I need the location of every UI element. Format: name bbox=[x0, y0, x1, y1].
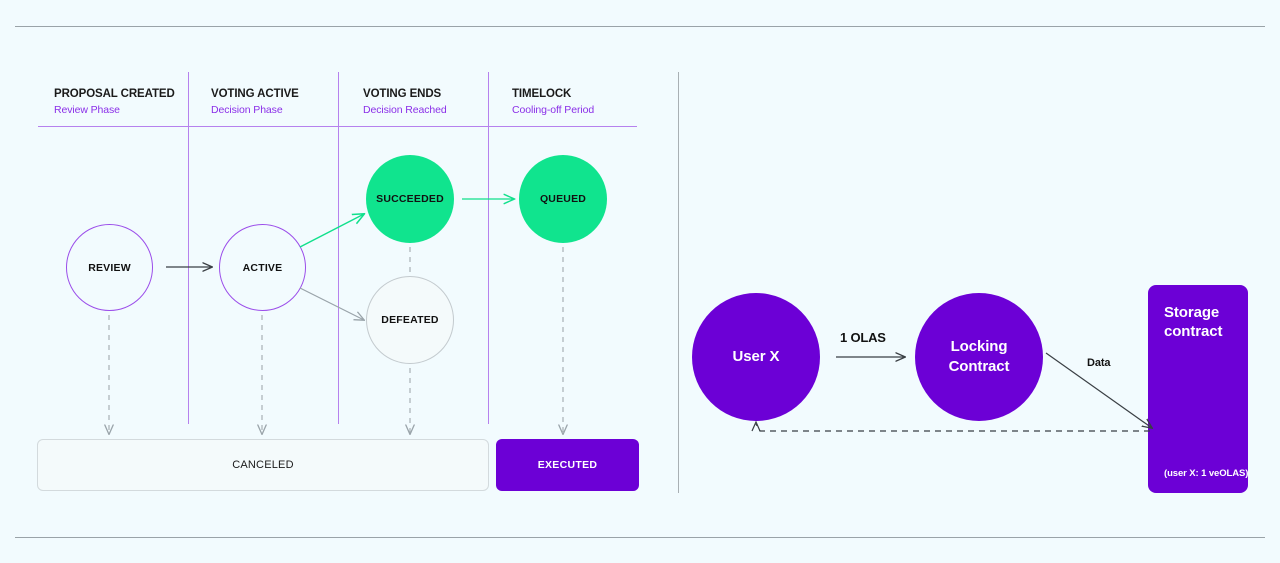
top-rule bbox=[15, 26, 1265, 27]
panel-divider bbox=[678, 72, 679, 493]
edge-storage-to-user bbox=[755, 423, 1150, 432]
phase-subtitle: Decision Reached bbox=[363, 104, 447, 116]
phase-divider-2 bbox=[338, 72, 339, 424]
phase-column-timelock: TIMELOCK Cooling-off Period bbox=[512, 87, 594, 117]
terminal-node-label: EXECUTED bbox=[537, 459, 598, 471]
phase-header-underline bbox=[38, 126, 637, 127]
state-node-defeated[interactable]: DEFEATED bbox=[366, 276, 454, 364]
phase-subtitle: Cooling-off Period bbox=[512, 104, 595, 116]
bottom-rule bbox=[15, 537, 1265, 538]
phase-subtitle: Decision Phase bbox=[211, 104, 283, 116]
terminal-node-executed[interactable]: EXECUTED bbox=[496, 439, 639, 491]
phase-column-voting-active: VOTING ACTIVE Decision Phase bbox=[211, 87, 299, 117]
state-node-active[interactable]: ACTIVE bbox=[219, 224, 306, 311]
flow-node-label-line1: Locking bbox=[950, 338, 1008, 355]
state-node-label: QUEUED bbox=[539, 193, 587, 205]
storage-contract-title-line1: Storage bbox=[1164, 304, 1220, 321]
storage-contract-footnote: (user X: 1 veOLAS) bbox=[1164, 468, 1249, 479]
state-node-succeeded[interactable]: SUCCEEDED bbox=[366, 155, 454, 243]
phase-title: PROPOSAL CREATED bbox=[54, 88, 175, 100]
flow-node-user-x[interactable]: User X bbox=[692, 293, 820, 421]
state-node-queued[interactable]: QUEUED bbox=[519, 155, 607, 243]
flow-node-label: Locking Contract bbox=[949, 337, 1010, 377]
edge-active-to-defeated bbox=[299, 287, 364, 320]
edge-label-one-olas: 1 OLAS bbox=[840, 330, 886, 345]
phase-divider-3 bbox=[488, 72, 489, 424]
state-node-label: REVIEW bbox=[88, 261, 131, 274]
edge-storage-to-user-arrowhead bbox=[751, 420, 761, 432]
flow-node-locking-contract[interactable]: Locking Contract bbox=[915, 293, 1043, 421]
state-node-label: DEFEATED bbox=[381, 314, 439, 326]
phase-title: VOTING ENDS bbox=[363, 88, 442, 100]
phase-column-proposal-created: PROPOSAL CREATED Review Phase bbox=[54, 87, 175, 117]
phase-title: TIMELOCK bbox=[512, 88, 572, 100]
edge-active-to-succeeded bbox=[299, 214, 364, 248]
edge-label-data: Data bbox=[1087, 357, 1111, 369]
phase-title: VOTING ACTIVE bbox=[211, 88, 299, 100]
state-node-label: SUCCEEDED bbox=[376, 193, 444, 205]
storage-contract-title-line2: contract bbox=[1164, 323, 1223, 340]
storage-contract-title: Storage contract bbox=[1164, 303, 1222, 341]
phase-column-voting-ends: VOTING ENDS Decision Reached bbox=[363, 87, 447, 117]
flow-node-storage-contract[interactable]: Storage contract (user X: 1 veOLAS) bbox=[1148, 285, 1248, 493]
flow-node-label: User X bbox=[732, 348, 780, 365]
terminal-node-label: CANCELED bbox=[232, 459, 294, 471]
phase-divider-1 bbox=[188, 72, 189, 424]
flow-node-label-line2: Contract bbox=[948, 358, 1010, 375]
phase-subtitle: Review Phase bbox=[54, 104, 120, 116]
terminal-node-canceled[interactable]: CANCELED bbox=[37, 439, 489, 491]
state-node-review[interactable]: REVIEW bbox=[66, 224, 153, 311]
state-node-label: ACTIVE bbox=[242, 261, 283, 274]
